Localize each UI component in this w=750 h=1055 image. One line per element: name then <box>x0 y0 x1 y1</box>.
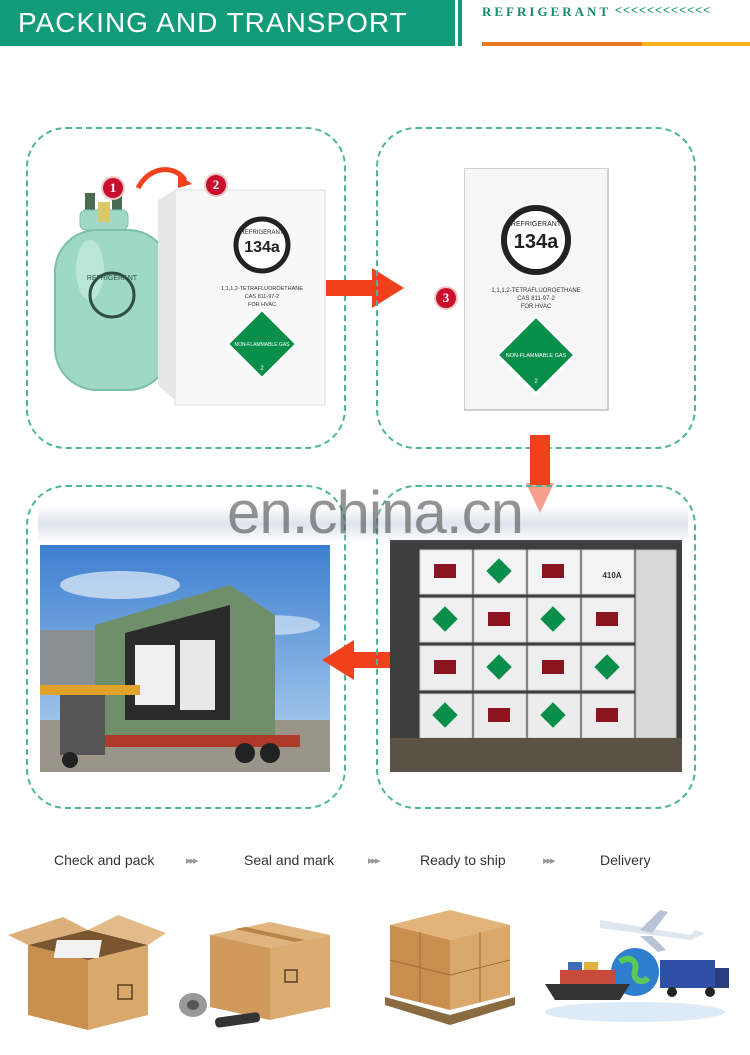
valve-handle-right <box>112 193 122 215</box>
brand-arrows: <<<<<<<<<<<< <box>615 3 712 17</box>
curved-arrow-head <box>178 174 192 188</box>
sealed-carton-icon <box>179 922 330 1028</box>
pallet-floor <box>390 738 682 772</box>
cylinder-label: REFRIGERANT <box>87 275 138 282</box>
hazard-class: 2 <box>260 366 264 372</box>
warehouse-building <box>40 630 100 690</box>
arrow-left-icon <box>322 640 398 680</box>
carton-product-code: 410A <box>602 571 621 580</box>
box-side <box>158 190 175 400</box>
sealed-hazard-label: NON-FLAMMABLE GAS <box>506 353 567 359</box>
box-chemical-name: 1,1,1,2-TETRAFLUOROETHANE <box>221 286 303 292</box>
watermark-band <box>38 505 688 543</box>
step-label-check-and-pack: Check and pack <box>54 852 155 868</box>
cylinder-logo <box>88 271 136 319</box>
step-arrow-icon: ▸▸▸ <box>543 855 556 867</box>
step-badge-1: 1 <box>103 178 123 198</box>
step-label-seal-and-mark: Seal and mark <box>244 852 335 868</box>
hazard-diamond <box>226 308 298 380</box>
sealed-box-chemical: 1,1,1,2-TETRAFLUOROETHANE <box>491 288 580 294</box>
step-arrow-icon: ▸▸▸ <box>368 855 381 867</box>
cylinder-valve <box>98 202 110 222</box>
sealed-hazard-diamond <box>496 315 576 395</box>
sealed-box-cas: CAS 811-97-2 <box>517 296 555 302</box>
canopy <box>40 685 140 695</box>
cylinder-body <box>54 229 171 391</box>
step-label-delivery: Delivery <box>600 852 651 868</box>
palletized-cartons-icon <box>385 910 515 1025</box>
step-arrow-icon: ▸▸▸ <box>186 855 199 867</box>
container-loading-photo <box>40 545 330 772</box>
watermark: en.china.cn <box>227 479 524 546</box>
sealed-box-use: FOR HVAC <box>521 304 552 310</box>
delivery-transport-icon <box>545 910 729 1022</box>
sealed-box-illustration: REFRIGERANT 134a 1,1,1,2-TETRAFLUOROETHA… <box>464 168 609 411</box>
box-front <box>174 189 326 406</box>
arrow-right-icon <box>326 268 404 308</box>
sealed-hazard-class: 2 <box>534 379 538 385</box>
accent-stripe-yellow <box>642 42 750 46</box>
sealed-box-logo-ring <box>501 205 571 275</box>
cargo-ship-icon <box>545 984 630 1000</box>
section-title: PACKING AND TRANSPORT <box>0 0 455 46</box>
sealed-box-product-code: 134a <box>514 231 559 253</box>
hazard-label: NON-FLAMMABLE GAS <box>234 342 290 348</box>
brand-label: REFRIGERANT <box>482 4 612 19</box>
valve-handle-left <box>85 193 95 215</box>
step-badge-3: 3 <box>436 288 456 308</box>
box-cas-number: CAS 811-97-2 <box>245 294 279 300</box>
arrow-down-icon <box>526 435 554 513</box>
banner-edge <box>458 0 462 46</box>
step-label-ready-to-ship: Ready to ship <box>420 852 506 868</box>
carton-grid <box>419 549 677 739</box>
cylinder-and-box-illustration: REFRIGERANT REFRIGERANT 134a 1,1,1,2-TET… <box>54 167 326 406</box>
box-use: FOR HVAC <box>248 302 276 308</box>
forklift <box>60 695 105 755</box>
truck-icon <box>660 960 715 988</box>
box-logo-ring <box>233 216 291 274</box>
accent-stripe-orange <box>482 42 642 46</box>
curved-arrow-icon <box>135 167 188 190</box>
step-badge-2: 2 <box>206 175 226 195</box>
stacked-cartons-photo: 410A <box>390 540 682 772</box>
box-ring-text: REFRIGERANT <box>240 230 283 236</box>
panel-stacked-cartons <box>376 485 696 809</box>
open-box-icon <box>8 915 166 1030</box>
carton-stack-2 <box>180 640 215 710</box>
carton-stack <box>135 645 175 705</box>
sealed-box-ring-text: REFRIGERANT <box>511 221 562 228</box>
box-product-code: 134a <box>244 239 280 256</box>
